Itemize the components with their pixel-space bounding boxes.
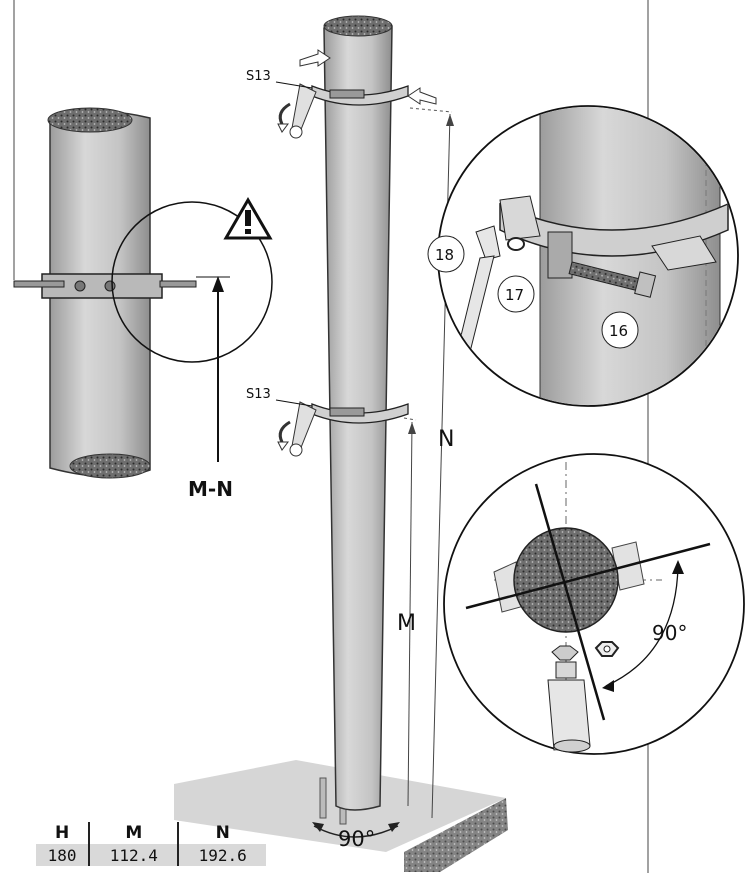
s13-top-label: S13 [246, 69, 271, 84]
svg-text:18: 18 [435, 246, 454, 264]
warning-icon [223, 197, 273, 240]
washer-17 [507, 237, 525, 251]
angle-detail-label: 90° [652, 621, 687, 645]
bolt-16 [568, 261, 657, 298]
table-cell-n: 192.6 [177, 844, 266, 866]
callout-18: 18 [427, 235, 465, 273]
rotate-arrow-icon-top [277, 102, 291, 133]
svg-text:17: 17 [505, 286, 524, 304]
top-view-detail: 90° [443, 453, 745, 755]
dimension-m: M [397, 417, 417, 807]
clamp-detail: 16 17 18 [427, 105, 739, 407]
wrench-icon [289, 83, 317, 139]
section-label: M-N [188, 477, 233, 501]
arrow-icon-tighten-left [299, 49, 331, 67]
section-detail: M-N [13, 107, 273, 501]
top-clamp: S13 [246, 49, 437, 139]
base-angle: 90° [312, 822, 400, 851]
dim-n-label: N [438, 427, 454, 452]
table-header-row: H M N [36, 822, 266, 844]
bottom-clamp: S13 [246, 387, 409, 457]
svg-text:16: 16 [609, 322, 628, 340]
table-row: 180 112.4 192.6 [36, 844, 266, 866]
wrench-icon [289, 401, 317, 457]
pole-cross-section [513, 527, 619, 633]
table-cell-m: 112.4 [88, 844, 179, 866]
table-header-h: H [54, 823, 70, 843]
rotate-arrow-icon-bottom [277, 420, 291, 451]
callout-16: 16 [601, 311, 639, 349]
table-header-n: N [177, 822, 266, 844]
table-header-m: M [88, 822, 179, 844]
callout-17: 17 [497, 275, 535, 313]
table-cell-h: 180 [36, 844, 90, 866]
dimension-table: H M N 180 112.4 192.6 [36, 822, 266, 870]
magnifier-circle [111, 201, 273, 363]
s13-bottom-label: S13 [246, 387, 271, 402]
socket-wrench-icon [547, 645, 591, 753]
arrow-icon-tighten-right [407, 87, 437, 105]
angle-base-label: 90° [338, 827, 375, 851]
dim-m-label: M [397, 611, 416, 636]
nut-icon [594, 641, 620, 657]
